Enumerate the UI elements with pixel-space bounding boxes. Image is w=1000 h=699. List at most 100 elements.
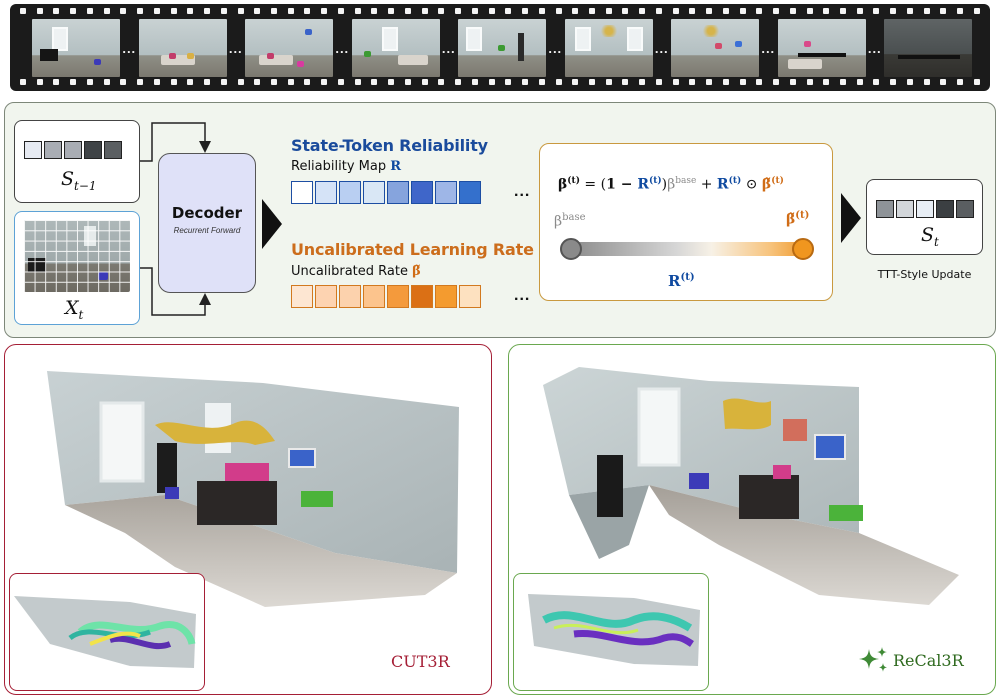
film-hole (153, 8, 160, 14)
film-hole (890, 79, 897, 85)
film-hole (940, 8, 947, 14)
film-hole (53, 79, 60, 85)
film-hole (522, 79, 529, 85)
film-hole (271, 8, 278, 14)
film-hole (488, 79, 495, 85)
updated-state-tokens (876, 200, 974, 218)
film-hole (722, 8, 729, 14)
film-hole (806, 8, 813, 14)
input-frame-label: Xt (65, 297, 84, 322)
film-hole (873, 79, 880, 85)
learning-rate-ellipsis: ... (514, 287, 531, 304)
film-hole (505, 79, 512, 85)
previous-state-label: St−1 (61, 168, 97, 193)
token-cell (44, 141, 62, 159)
film-hole (588, 79, 595, 85)
token-cell (459, 181, 481, 204)
film-hole (404, 8, 411, 14)
film-hole (471, 8, 478, 14)
film-hole (137, 8, 144, 14)
film-hole (254, 79, 261, 85)
film-hole (706, 8, 713, 14)
film-hole (388, 8, 395, 14)
film-hole (204, 79, 211, 85)
film-hole (187, 79, 194, 85)
input-frame-image (24, 220, 130, 292)
film-hole (304, 8, 311, 14)
film-hole (789, 8, 796, 14)
film-hole (371, 8, 378, 14)
reliability-title: State-Token Reliability (291, 136, 488, 155)
film-hole (70, 8, 77, 14)
video-frame (32, 19, 120, 77)
film-hole (806, 79, 813, 85)
token-cell (363, 285, 385, 308)
token-cell (936, 200, 954, 218)
film-hole (973, 79, 980, 85)
film-hole (421, 8, 428, 14)
recal3r-result-panel: ReCal3R (508, 344, 996, 695)
learning-rate-title: Uncalibrated Learning Rate (291, 240, 534, 259)
recal3r-trajectory-plot (528, 594, 700, 666)
film-hole (488, 8, 495, 14)
film-hole (940, 79, 947, 85)
updated-state-label: St (921, 224, 939, 249)
slider-r-label: R(t) (668, 272, 695, 290)
film-hole (304, 79, 311, 85)
video-frame (671, 19, 759, 77)
film-hole (86, 8, 93, 14)
slider-knob-uncalibrated (792, 238, 814, 260)
film-hole (923, 8, 930, 14)
film-hole (957, 79, 964, 85)
film-hole (455, 8, 462, 14)
film-hole (187, 8, 194, 14)
film-hole (86, 79, 93, 85)
film-hole (739, 8, 746, 14)
film-hole (572, 79, 579, 85)
calibration-formula: β(t) = (1 − R(t))βbase + R(t) ⊙ β̃(t) (558, 176, 784, 193)
video-frame (245, 19, 333, 77)
film-hole (120, 79, 127, 85)
token-cell (896, 200, 914, 218)
film-hole (756, 8, 763, 14)
arrow-state-to-decoder (140, 122, 211, 162)
token-cell (291, 285, 313, 308)
film-hole (572, 8, 579, 14)
film-hole (906, 79, 913, 85)
film-hole (789, 79, 796, 85)
film-hole (137, 79, 144, 85)
film-hole (856, 79, 863, 85)
film-hole (839, 79, 846, 85)
update-caption: TTT-Style Update (877, 268, 972, 281)
film-hole (722, 79, 729, 85)
recal3r-trajectory-inset (513, 573, 709, 691)
film-hole (237, 79, 244, 85)
film-hole (388, 79, 395, 85)
film-hole (605, 8, 612, 14)
film-hole (538, 8, 545, 14)
cut3r-result-panel: CUT3R (4, 344, 492, 695)
film-hole (321, 79, 328, 85)
previous-state-box: St−1 (14, 120, 140, 203)
learning-rate-tokens (291, 285, 481, 308)
film-hole (438, 8, 445, 14)
film-holes-bottom (20, 79, 980, 87)
token-cell (339, 285, 361, 308)
film-hole (839, 8, 846, 14)
film-hole (672, 8, 679, 14)
film-hole (973, 8, 980, 14)
token-cell (104, 141, 122, 159)
film-ellipsis: ... (441, 40, 456, 56)
film-ellipsis: ... (228, 40, 243, 56)
film-hole (639, 79, 646, 85)
token-cell (363, 181, 385, 204)
film-hole (103, 8, 110, 14)
token-cell (315, 181, 337, 204)
arrow-head-decoder-out (262, 199, 282, 249)
film-hole (220, 8, 227, 14)
film-hole (739, 79, 746, 85)
film-hole (254, 8, 261, 14)
token-cell (876, 200, 894, 218)
film-hole (890, 8, 897, 14)
film-hole (287, 79, 294, 85)
